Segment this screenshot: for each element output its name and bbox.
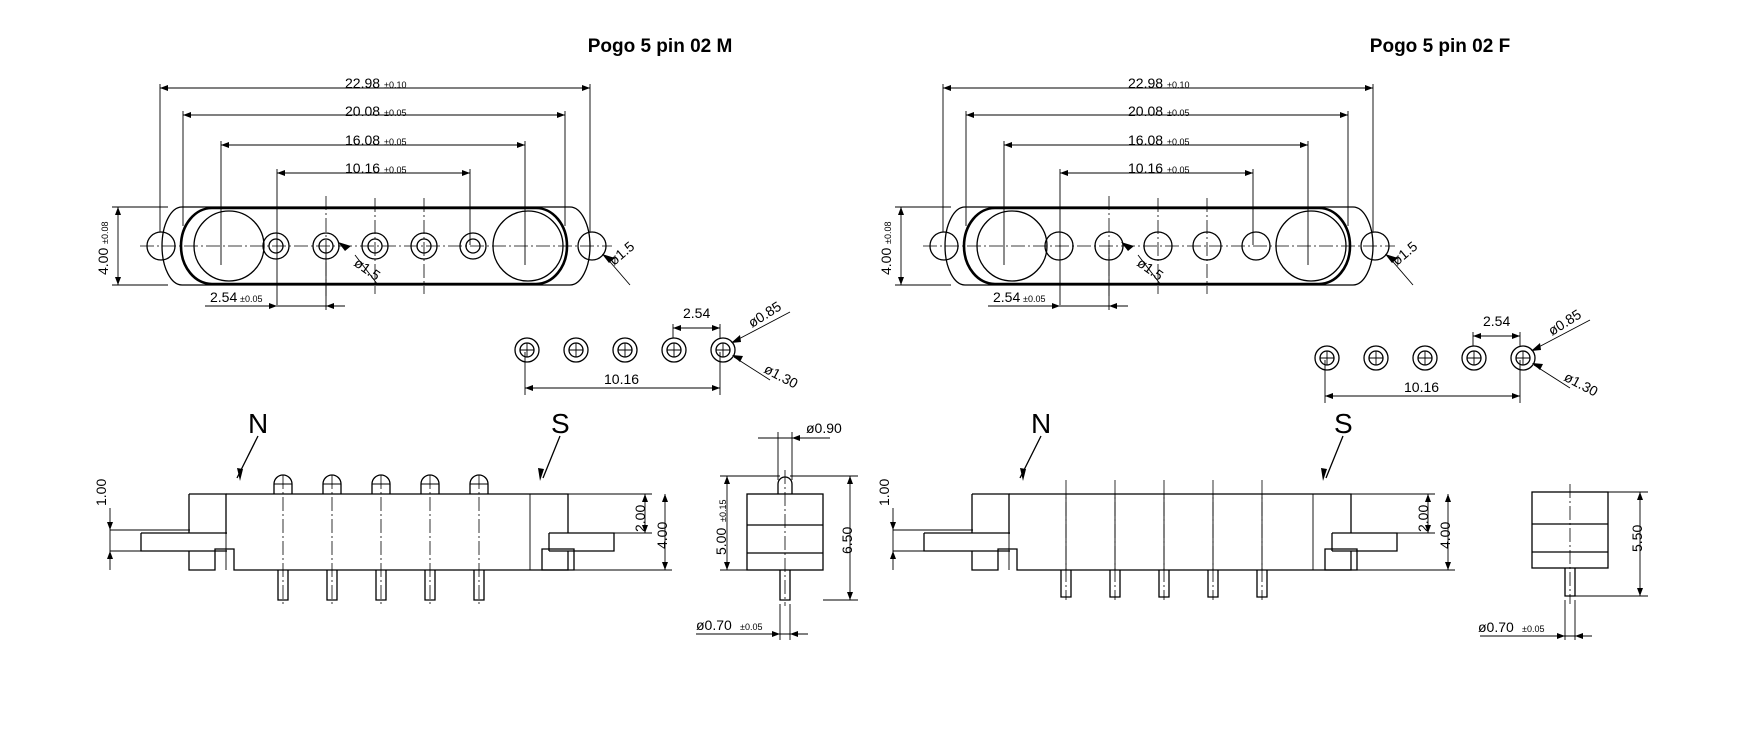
male-pad-layout: 2.54 10.16 ø0.85 ø1.30 — [514, 298, 801, 396]
male-title: Pogo 5 pin 02 M — [588, 36, 733, 57]
female-pads — [1314, 345, 1536, 371]
female-hole-dia: ø1.5 — [1134, 254, 1166, 283]
female-pin-dia: ø0.70 — [1478, 619, 1514, 635]
male-end-hole-dia: ø1.5 — [606, 238, 638, 268]
female-top-view: 22.98 ±0.10 20.08 ±0.05 16.08 ±0.05 10.1… — [878, 75, 1421, 311]
svg-text:±0.05: ±0.05 — [1023, 294, 1045, 304]
svg-text:±0.05: ±0.05 — [384, 165, 406, 175]
male-end-view: ø0.90 5.00 ±0.15 6.50 ø0.70 ±0.05 — [696, 420, 858, 640]
female-drawing: Pogo 5 pin 02 F 22.98 ±0.10 20.08 ±0.05 … — [876, 36, 1648, 640]
female-body-dim: 2.00 — [1415, 505, 1431, 532]
svg-text:±0.05: ±0.05 — [1167, 137, 1189, 147]
male-pad-span: 10.16 — [604, 371, 639, 387]
male-pad-pitch: 2.54 — [683, 305, 710, 321]
female-magnet-north — [976, 210, 1048, 282]
male-dim-22-98: 22.98 — [345, 75, 380, 91]
male-pin-dia: ø0.70 — [696, 617, 732, 633]
svg-text:±0.05: ±0.05 — [240, 294, 262, 304]
female-north-label: N — [1031, 408, 1051, 439]
male-magnet-south — [492, 210, 564, 282]
female-south-label: S — [1334, 408, 1353, 439]
male-drawing: Pogo 5 pin 02 M 22.98 ±0.10 20.08 ±0.05 … — [93, 36, 858, 640]
male-pad-outer: ø1.30 — [762, 361, 801, 392]
svg-text:±0.05: ±0.05 — [384, 108, 406, 118]
female-dim-height: 4.00 — [878, 248, 894, 275]
female-end-hole-dia: ø1.5 — [1389, 238, 1421, 268]
female-magnet-south — [1275, 210, 1347, 282]
svg-text:±0.05: ±0.05 — [384, 137, 406, 147]
male-overall-dim: 4.00 — [654, 522, 670, 549]
female-dim-10-16: 10.16 — [1128, 160, 1163, 176]
female-dim-16-08: 16.08 — [1128, 132, 1163, 148]
female-end-view: 5.50 ø0.70 ±0.05 — [1478, 484, 1648, 640]
svg-text:±0.05: ±0.05 — [1167, 108, 1189, 118]
male-pins — [273, 474, 489, 604]
female-end-overall: 5.50 — [1629, 525, 1645, 552]
male-dim-20-08: 20.08 — [345, 103, 380, 119]
male-tip-dia: ø0.90 — [806, 420, 842, 436]
svg-text:±0.05: ±0.05 — [1522, 624, 1544, 634]
svg-text:±0.10: ±0.10 — [384, 80, 406, 90]
male-flange-dim: 1.00 — [93, 479, 109, 506]
male-body-dim: 2.00 — [632, 505, 648, 532]
male-pads — [514, 337, 736, 363]
svg-text:±0.10: ±0.10 — [1167, 80, 1189, 90]
male-dim-16-08: 16.08 — [345, 132, 380, 148]
female-pins — [1060, 480, 1268, 600]
female-pad-layout: 2.54 10.16 ø0.85 ø1.30 — [1314, 306, 1601, 404]
male-end-overall: 6.50 — [839, 527, 855, 554]
female-title: Pogo 5 pin 02 F — [1370, 36, 1510, 57]
female-pad-outer: ø1.30 — [1562, 369, 1601, 400]
male-pin-holes — [262, 198, 487, 294]
male-south-label: S — [551, 408, 570, 439]
svg-text:±0.05: ±0.05 — [740, 622, 762, 632]
male-dim-10-16: 10.16 — [345, 160, 380, 176]
male-top-view: 22.98 ±0.10 20.08 ±0.05 16.08 ±0.05 10.1… — [95, 75, 638, 311]
male-north-label: N — [248, 408, 268, 439]
female-side-view: N S 1.00 2.00 4.00 — [876, 408, 1456, 600]
female-pad-span: 10.16 — [1404, 379, 1439, 395]
female-pad-pitch: 2.54 — [1483, 313, 1510, 329]
female-dim-pitch: 2.54 — [993, 289, 1020, 305]
male-side-view: N S 1.00 2.00 4.00 — [93, 408, 673, 604]
male-end-height: 5.00 — [713, 528, 729, 555]
male-dim-height: 4.00 — [95, 248, 111, 275]
svg-text:±0.05: ±0.05 — [1167, 165, 1189, 175]
female-pin-holes — [1044, 198, 1271, 294]
female-dim-20-08: 20.08 — [1128, 103, 1163, 119]
male-dim-pitch: 2.54 — [210, 289, 237, 305]
female-dim-22-98: 22.98 — [1128, 75, 1163, 91]
female-overall-dim: 4.00 — [1437, 522, 1453, 549]
svg-text:±0.15: ±0.15 — [718, 500, 728, 522]
svg-text:±0.08: ±0.08 — [883, 222, 893, 244]
male-magnet-north — [193, 210, 265, 282]
svg-text:±0.08: ±0.08 — [100, 222, 110, 244]
female-flange-dim: 1.00 — [876, 479, 892, 506]
